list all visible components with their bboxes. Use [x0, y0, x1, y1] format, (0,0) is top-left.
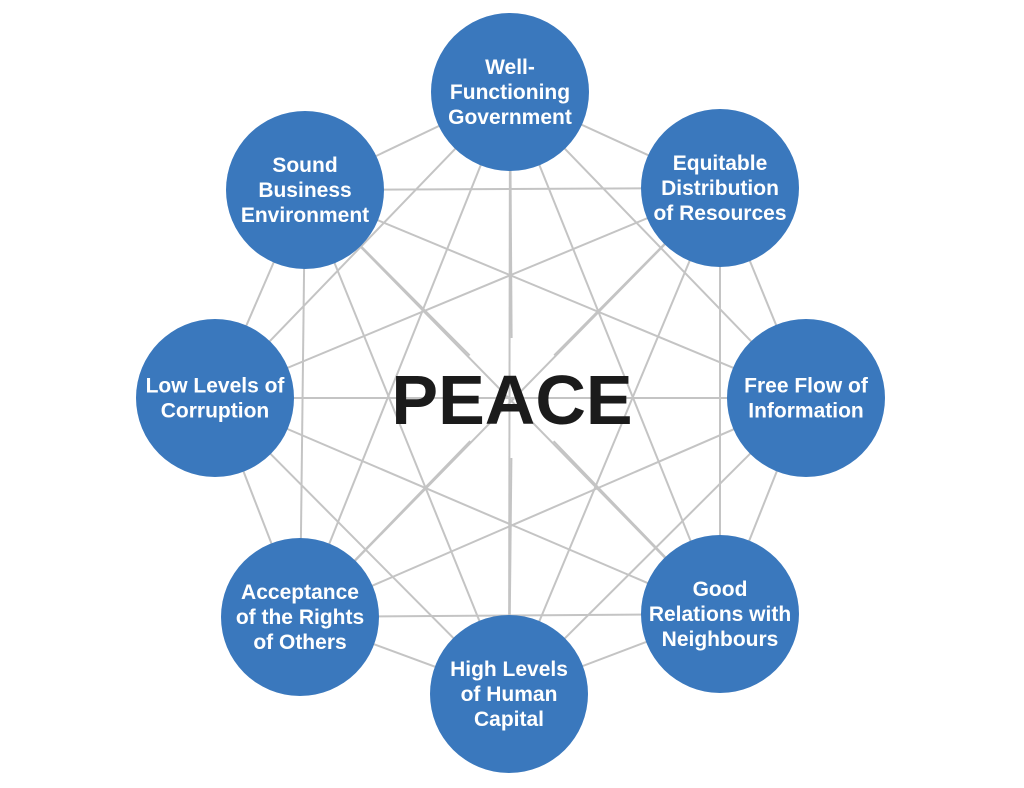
pillar-label-line: Government [448, 106, 572, 129]
pillar-label-line: Low Levels of [146, 375, 286, 398]
pillar-circle [641, 109, 799, 267]
pillar-label-line: Business [258, 179, 351, 202]
pillar-label-line: Equitable [673, 152, 768, 175]
pillar-label-line: Capital [474, 708, 544, 731]
pillar-label-line: Well- [485, 56, 535, 79]
pillar-circle [221, 538, 379, 696]
pillar-label-line: of Resources [653, 202, 786, 225]
pillar-label-line: Distribution [661, 177, 779, 200]
connection-line [214, 397, 721, 615]
connection-line [214, 187, 721, 399]
connection-line [509, 91, 721, 615]
pillar-label-line: Free Flow of [744, 375, 869, 398]
pillar-label-line: Functioning [450, 81, 570, 104]
pillar-circle [226, 111, 384, 269]
pillar-label-line: Sound [272, 154, 337, 177]
connection-line [299, 187, 721, 618]
center-label-peace: PEACE [391, 361, 632, 439]
pillar-circle [430, 615, 588, 773]
pillar-circle [727, 319, 885, 477]
connection-line [299, 397, 807, 618]
pillar-label-line: Acceptance [241, 581, 359, 604]
pillar-label-line: Information [748, 400, 864, 423]
pillar-label-line: Neighbours [662, 628, 779, 651]
connection-line [304, 189, 807, 399]
pillar-label-line: of the Rights [236, 606, 364, 629]
pillar-circle [641, 535, 799, 693]
pillar-label-line: High Levels [450, 658, 568, 681]
connection-line [304, 189, 510, 695]
pillar-label-line: Relations with [649, 603, 791, 626]
pillar-label-line: Corruption [161, 400, 269, 423]
pillar-label-line: Good [693, 578, 748, 601]
pillar-label-line: Environment [241, 204, 369, 227]
pillar-label-line: of Human [461, 683, 558, 706]
pillar-label-line: of Others [253, 631, 346, 654]
connection-line [508, 91, 511, 695]
pillar-circle [431, 13, 589, 171]
pillar-circle [136, 319, 294, 477]
connection-line [304, 189, 721, 615]
connection-line [299, 91, 511, 618]
connection-line [508, 187, 721, 695]
